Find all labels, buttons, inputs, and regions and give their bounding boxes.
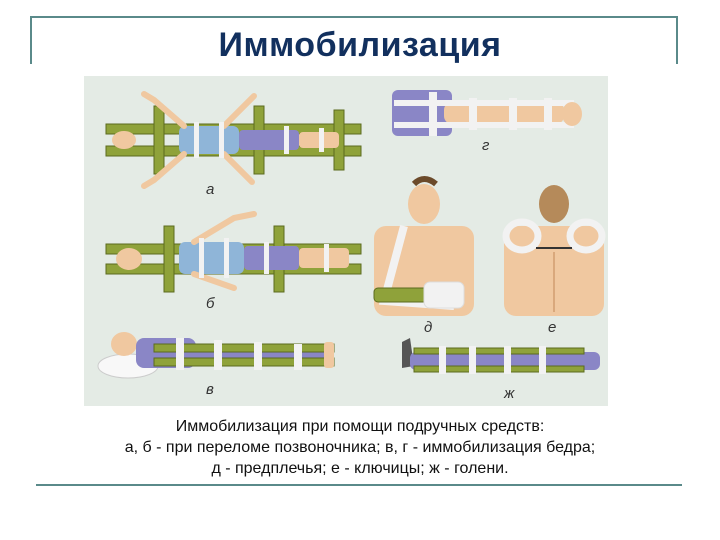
caption-line-2: а, б - при переломе позвоночника; в, г -… (124, 439, 596, 456)
label-e: е (548, 319, 556, 336)
panel-v-femur-immobilization (97, 332, 335, 379)
frame-top-line (30, 16, 678, 18)
illustration-caption: Иммобилизация при помощи подручных средс… (40, 416, 680, 479)
label-v: в (206, 381, 214, 398)
frame-right-line (676, 16, 678, 64)
label-a: а (206, 181, 214, 198)
label-b: б (206, 295, 215, 312)
label-d: д (424, 319, 432, 336)
slide-title: Иммобилизация (218, 26, 502, 64)
caption-line-1: Иммобилизация при помощи подручных средс… (175, 418, 545, 435)
panel-b-spine-immobilization (105, 211, 362, 293)
label-g: г (482, 137, 490, 154)
immobilization-illustration: а б (84, 76, 608, 406)
panel-zh-shin-immobilization (402, 338, 600, 374)
label-zh: ж (503, 385, 515, 402)
frame-bottom-line (36, 484, 682, 486)
frame-left-line (30, 16, 32, 64)
caption-line-3: д - предплечья; е - ключицы; ж - голени. (211, 460, 509, 477)
panel-e-clavicle-immobilization (502, 185, 606, 316)
panel-a-spine-immobilization (105, 91, 362, 189)
panel-d-forearm-immobilization (373, 176, 474, 316)
panel-g-femur-immobilization (392, 90, 582, 136)
